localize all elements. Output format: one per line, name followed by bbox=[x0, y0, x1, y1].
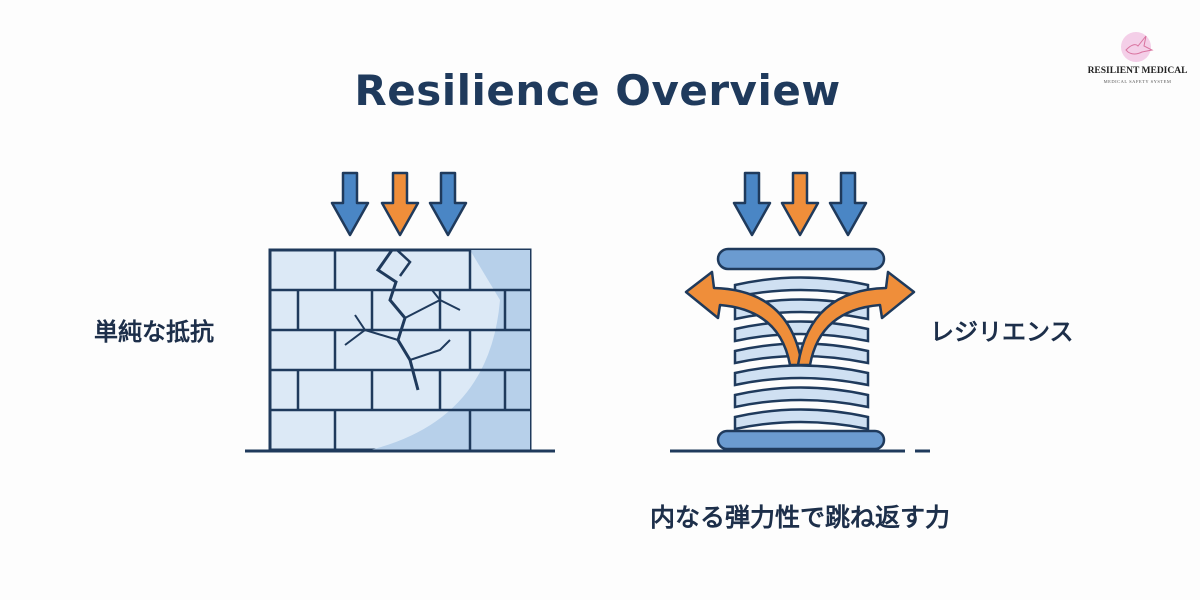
down-arrow-icon bbox=[732, 171, 772, 237]
down-arrow-icon bbox=[380, 171, 420, 237]
curved-arrow-left-icon bbox=[684, 270, 804, 367]
curved-arrow-right-icon bbox=[796, 270, 916, 367]
down-arrow-icon bbox=[828, 171, 868, 237]
resilience-label: レジリエンス bbox=[930, 318, 1074, 346]
brick-wall bbox=[268, 248, 532, 452]
logo-name: RESILIENT MEDICAL bbox=[1087, 66, 1188, 76]
brand-logo: RESILIENT MEDICAL MEDICAL SAFETY SYSTEM bbox=[1085, 30, 1190, 84]
dove-icon bbox=[1120, 32, 1154, 62]
down-arrow-icon bbox=[428, 171, 468, 237]
simple-resistance-label: 単純な抵抗 bbox=[94, 318, 214, 346]
inner-elasticity-caption: 内なる弾力性で跳ね返す力 bbox=[649, 503, 950, 532]
logo-subtitle: MEDICAL SAFETY SYSTEM bbox=[1103, 79, 1172, 84]
down-arrow-icon bbox=[780, 171, 820, 237]
down-arrow-icon bbox=[330, 171, 370, 237]
crack bbox=[375, 249, 420, 391]
page-title: Resilience Overview bbox=[354, 66, 841, 115]
